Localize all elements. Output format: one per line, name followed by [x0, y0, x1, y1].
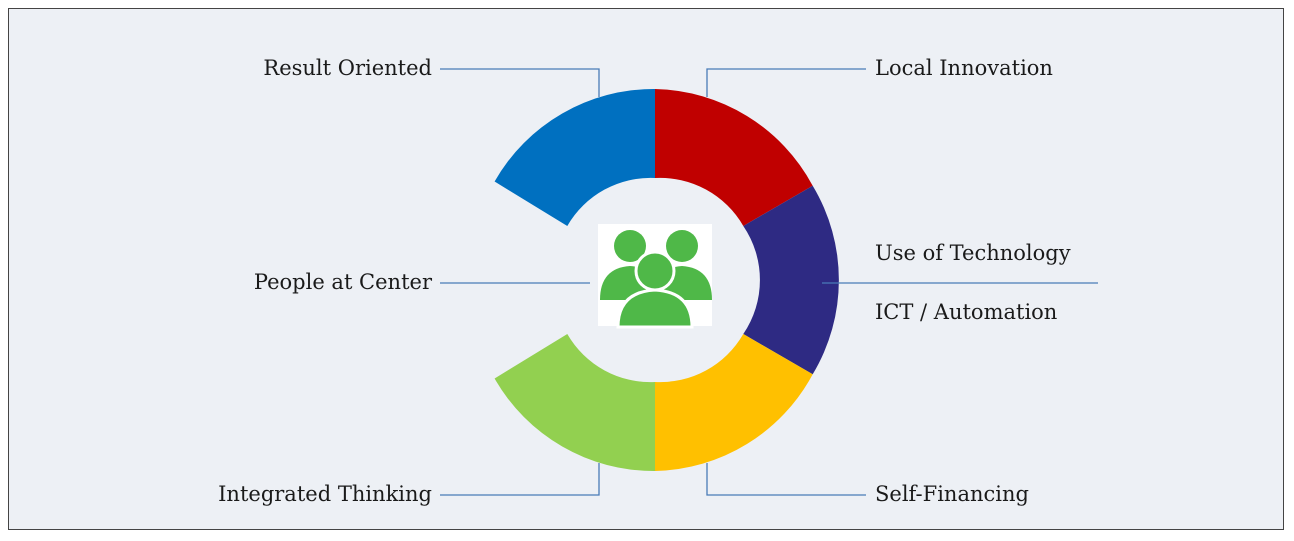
label-ict-automation: ICT / Automation — [875, 300, 1058, 324]
segment-result-oriented — [494, 88, 655, 226]
segment-use-of-technology — [743, 185, 839, 375]
leader-line-integrated-thinking — [440, 463, 600, 496]
segment-local-innovation — [655, 89, 813, 226]
label-use-of-technology: Use of Technology — [875, 241, 1071, 265]
segment-self-financing — [655, 334, 813, 471]
label-integrated-thinking: Integrated Thinking — [218, 482, 432, 506]
leader-line-result-oriented — [440, 68, 600, 97]
label-local-innovation: Local Innovation — [875, 56, 1053, 80]
label-people-at-center: People at Center — [253, 270, 432, 294]
leader-line-local-innovation — [706, 68, 866, 97]
leader-line-self-financing — [706, 463, 866, 496]
segment-integrated-thinking — [494, 334, 655, 472]
label-result-oriented: Result Oriented — [263, 56, 432, 80]
label-self-financing: Self-Financing — [875, 482, 1029, 506]
people-group-icon — [600, 230, 712, 329]
